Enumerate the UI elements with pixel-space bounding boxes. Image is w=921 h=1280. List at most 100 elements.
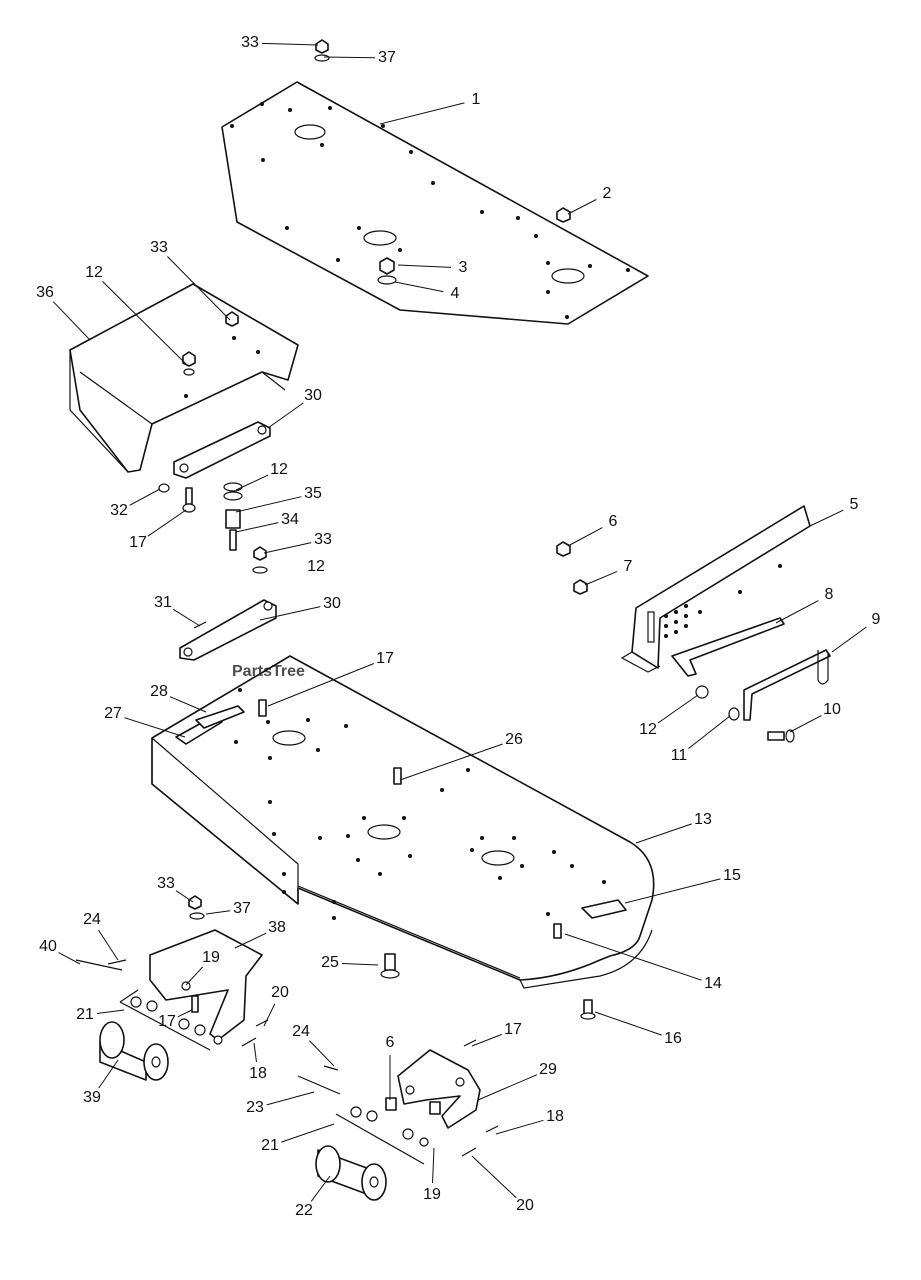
callout-c11: 11 [671,715,731,764]
roller-22 [315,1145,387,1201]
leader-line [323,56,376,59]
link-bar-upper [173,421,271,479]
callout-c15: 15 [624,867,741,904]
callout-number: 22 [295,1202,313,1219]
callout-number: 31 [154,594,172,611]
leader-line [471,1155,517,1199]
callout-c24a: 24 [83,911,119,961]
callout-number: 38 [268,919,286,936]
callout-c12a: 12 [85,264,189,367]
callout-number: 18 [546,1108,564,1125]
leader-line [98,1059,119,1089]
leader-line [432,1147,435,1184]
callout-c20b: 20 [471,1155,534,1214]
callout-number: 7 [624,558,633,575]
leader-line [567,199,597,215]
callout-number: 36 [36,284,54,301]
callout-number: 32 [110,502,128,519]
leader-line [177,1009,193,1018]
callout-c33c: 33 [263,531,332,554]
callout-c17a: 17 [129,509,187,551]
callout-c7: 7 [584,558,633,586]
callout-c30a: 30 [267,387,322,429]
callout-c18b: 18 [495,1108,564,1135]
callout-number: 24 [292,1023,310,1040]
callout-number: 26 [505,731,523,748]
leader-line [267,663,375,707]
callout-number: 19 [202,949,220,966]
callout-number: 11 [671,747,688,764]
callout-c10: 10 [789,701,841,733]
leader-line [399,743,503,781]
callout-number: 37 [378,49,396,66]
leader-line [477,1074,538,1101]
callout-c14: 14 [564,933,722,992]
roller-39 [99,1021,169,1081]
leader-line [635,823,692,844]
callout-c12c: 12 [307,558,325,575]
leader-line [147,509,187,537]
callout-c31: 31 [154,594,201,627]
adjust-bracket [620,505,811,673]
callout-number: 40 [39,938,57,955]
callout-c36: 36 [36,284,91,341]
callout-number: 6 [386,1034,395,1051]
leader-line [124,717,186,738]
bolt-25 [380,953,400,979]
callout-c6a: 6 [567,513,618,547]
callout-c38: 38 [234,919,286,949]
callout-number: 15 [723,867,741,884]
callout-c39: 39 [83,1059,119,1106]
rod-8 [671,617,785,677]
callout-c35: 35 [235,485,322,513]
callout-c34: 34 [235,511,299,533]
leader-line [397,264,452,268]
callout-c12b: 12 [235,461,288,491]
callout-c23: 23 [246,1091,315,1116]
callout-c37b: 37 [205,900,251,917]
callout-number: 20 [271,984,289,1001]
leader-line [167,256,231,321]
callout-c28: 28 [150,683,207,713]
callout-c30b: 30 [259,595,341,621]
callout-number: 37 [233,900,251,917]
callout-number: 8 [825,586,834,603]
callout-c29: 29 [477,1061,557,1101]
callout-number: 33 [241,34,259,51]
leader-line [471,1033,502,1047]
callout-c17d: 17 [471,1021,522,1047]
leader-line [185,966,204,986]
leader-line [789,715,822,733]
nut-3-washer-4 [377,257,397,285]
callout-c19b: 19 [423,1147,441,1203]
callout-c20a: 20 [263,984,289,1027]
callout-c33a: 33 [241,34,319,51]
leader-line [263,1003,276,1027]
leader-line [175,890,194,903]
callout-number: 16 [664,1030,682,1047]
leader-line [831,626,867,653]
callout-number: 39 [83,1089,101,1106]
leader-line [235,496,302,513]
callout-c16: 16 [594,1011,682,1047]
callout-c1: 1 [379,91,481,125]
callout-number: 5 [850,496,859,513]
leader-line [341,963,379,966]
leader-line [624,878,721,904]
callout-number: 4 [451,285,460,302]
callout-number: 23 [246,1099,264,1116]
callout-number: 29 [539,1061,557,1078]
leader-line [234,932,267,949]
leader-line [688,715,731,749]
callout-c18a: 18 [249,1042,267,1082]
callout-c22: 22 [295,1175,331,1219]
callout-number: 12 [639,721,657,738]
leader-line [259,606,321,621]
leader-line [809,509,844,527]
callout-c37a: 37 [323,49,396,66]
leader-line [261,42,319,46]
leader-line [96,1009,125,1014]
leader-line [775,600,819,624]
leader-line [379,102,465,125]
callout-c21a: 21 [76,1006,125,1023]
